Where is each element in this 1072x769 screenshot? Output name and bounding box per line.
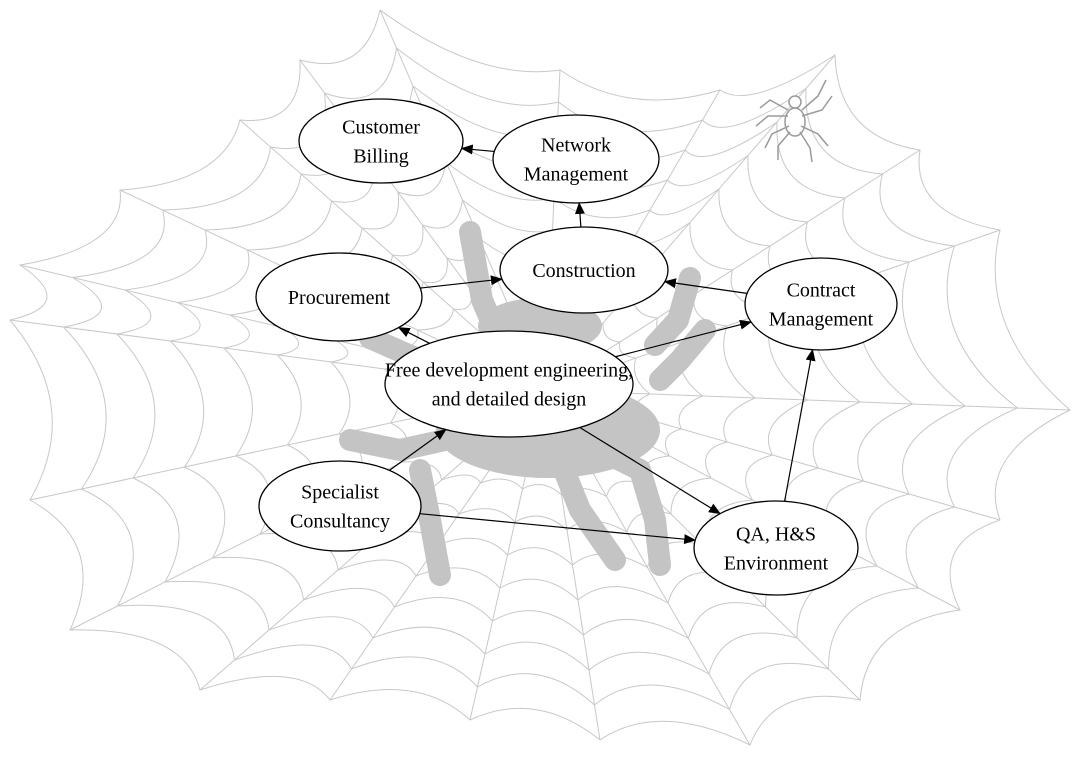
small-spider-leg xyxy=(759,99,789,111)
node-contract-management-label: Contract xyxy=(787,280,856,302)
edge-network-management-to-customer-billing xyxy=(460,144,495,155)
node-network-management-label: Network xyxy=(541,135,611,157)
edge-contract-management-to-construction xyxy=(663,278,748,294)
node-free-development-label: and detailed design xyxy=(432,389,586,411)
diagram-edges xyxy=(389,144,816,545)
node-qa-hs-environment-label: Environment xyxy=(724,553,829,575)
node-procurement: Procurement xyxy=(255,252,423,342)
small-spider-leg xyxy=(764,125,790,149)
node-qa-hs-environment: QA, H&S Environment xyxy=(693,500,859,596)
node-procurement-label: Procurement xyxy=(288,287,391,309)
spider-leg xyxy=(589,439,671,576)
web-ring xyxy=(62,47,1019,711)
node-customer-billing-label: Customer xyxy=(342,117,420,139)
node-customer-billing-shape xyxy=(298,98,464,184)
node-customer-billing-label: Billing xyxy=(353,146,409,168)
spider-leg xyxy=(339,429,456,461)
web-ring xyxy=(169,123,914,640)
node-network-management-shape xyxy=(492,114,660,204)
node-procurement-shape xyxy=(255,252,423,342)
node-specialist-consultancy-shape xyxy=(258,460,422,552)
node-free-development: Free development engineering, and detaile… xyxy=(384,330,634,438)
small-spider-body xyxy=(784,107,806,137)
spider-leg xyxy=(549,449,626,571)
small-spider-leg xyxy=(801,95,833,117)
small-spider-leg xyxy=(755,115,788,127)
edge-specialist-consultancy-to-free-development xyxy=(389,429,447,471)
edge-qa-hs-environment-to-contract-management xyxy=(784,348,816,502)
small-spider-leg xyxy=(800,125,829,147)
web-ring xyxy=(115,85,966,675)
small-spider-icon xyxy=(755,79,833,163)
spider-leg xyxy=(649,319,716,391)
node-construction-label: Construction xyxy=(532,260,635,282)
web-rim xyxy=(9,9,1071,746)
node-contract-management-label: Management xyxy=(769,309,874,331)
node-free-development-shape xyxy=(384,330,634,438)
small-spider-leg xyxy=(777,131,791,160)
node-network-management-label: Management xyxy=(524,164,629,186)
spider-leg xyxy=(409,459,451,586)
small-spider-leg xyxy=(799,131,813,163)
edge-specialist-consultancy-to-qa-hs-environment xyxy=(419,513,697,545)
node-construction-shape xyxy=(499,226,669,314)
node-free-development-label: Free development engineering, xyxy=(385,360,633,382)
node-qa-hs-environment-shape xyxy=(693,500,859,596)
node-qa-hs-environment-label: QA, H&S xyxy=(736,524,816,546)
node-contract-management-shape xyxy=(744,257,898,351)
small-spider-head xyxy=(788,95,802,109)
edge-procurement-to-construction xyxy=(420,275,503,289)
node-specialist-consultancy-label: Consultancy xyxy=(290,511,390,533)
edge-free-development-to-qa-hs-environment xyxy=(579,426,721,515)
edge-construction-to-network-management xyxy=(574,201,585,228)
spider-leg xyxy=(459,221,506,341)
small-spider-leg xyxy=(801,79,827,111)
edge-free-development-to-procurement xyxy=(397,327,430,344)
spider-leg xyxy=(644,267,701,356)
web-ring xyxy=(222,161,861,604)
edge-free-development-to-contract-management xyxy=(615,319,752,358)
node-specialist-consultancy-label: Specialist xyxy=(301,482,379,504)
node-construction: Construction xyxy=(499,226,669,314)
